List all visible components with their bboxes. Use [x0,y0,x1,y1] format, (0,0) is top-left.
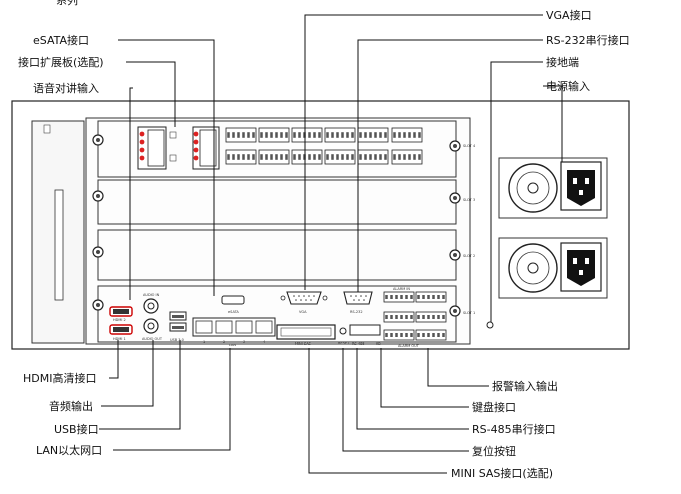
label-audio-out: 音频输出 [49,399,93,413]
kb-text: KB [376,342,381,346]
handle-latch [43,124,51,134]
ground-terminal[interactable] [486,321,494,329]
reset-button[interactable] [339,327,347,335]
label-rs232: RS-232串行接口 [546,34,630,47]
header-fragment: 系列 [56,0,78,7]
label-usb: USB接口 [54,423,99,436]
alarm-in-text: ALARM IN [393,287,410,291]
label-vga: VGA接口 [546,9,592,22]
slot-screws [92,134,461,317]
label-alarm: 报警输入输出 [492,379,558,393]
slot4-terminal-blocks [225,127,423,165]
slot1-label: SLOT 1 [463,311,475,315]
lan-port-3: 3 [243,340,245,344]
audio-out-text: AUDIO OUT [142,337,163,341]
lan-ports[interactable] [192,317,276,337]
alarm-terminal-blocks[interactable] [383,291,447,341]
rs232-text: RS-232 [350,310,363,314]
label-expansion: 接口扩展板(选配) [18,55,104,69]
audio-in-text: AUDIO IN [143,293,160,297]
lan-port-4: 4 [263,340,266,344]
label-hdmi: HDMI高清接口 [23,371,96,385]
alarm-out-text: ALARM OUT [398,344,420,348]
usb-text: USB 3.0 [170,338,184,342]
label-ground: 接地端 [546,56,579,69]
slot2-panel [97,229,457,281]
lan-port-2: 2 [223,340,225,344]
vga-text: VGA [299,310,307,314]
label-audio-talk: 语音对讲输入 [33,81,99,95]
slot2-label: SLOT 2 [463,254,475,258]
label-power: 电源输入 [546,79,590,93]
label-rs485: RS-485串行接口 [472,423,556,436]
lan-port-1: 1 [203,340,205,344]
usb-ports[interactable] [169,311,187,332]
rs485-text: RS-485 [352,342,365,346]
slot3-label: SLOT 3 [463,198,475,202]
leader-lines [99,14,563,474]
label-reset: 复位按钮 [472,444,516,458]
handle-grip [54,189,64,301]
rs485-terminal[interactable] [349,324,381,336]
hdmi1-text: HDMI 1 [113,337,126,341]
label-minisas: MINI SAS接口(选配) [451,467,553,480]
label-lan: LAN以太网口 [36,444,102,457]
power-supply-1 [498,157,608,219]
rs232-port[interactable] [343,291,373,305]
hdmi2-text: HDMI 2 [113,318,126,322]
power-supply-2 [498,237,608,299]
reset-text: RESET [338,341,350,345]
expansion-board [137,126,220,170]
esata-port[interactable] [221,295,245,305]
vga-port[interactable] [286,291,322,305]
esata-text: eSATA [228,310,239,314]
slot4-label: SLOT 4 [463,144,476,148]
label-keyboard: 键盘接口 [472,400,516,414]
lan-text: LAN [229,343,236,347]
slot3-panel [97,179,457,225]
minisas-text: MINI SAS [295,342,311,346]
label-esata: eSATA接口 [33,34,89,47]
